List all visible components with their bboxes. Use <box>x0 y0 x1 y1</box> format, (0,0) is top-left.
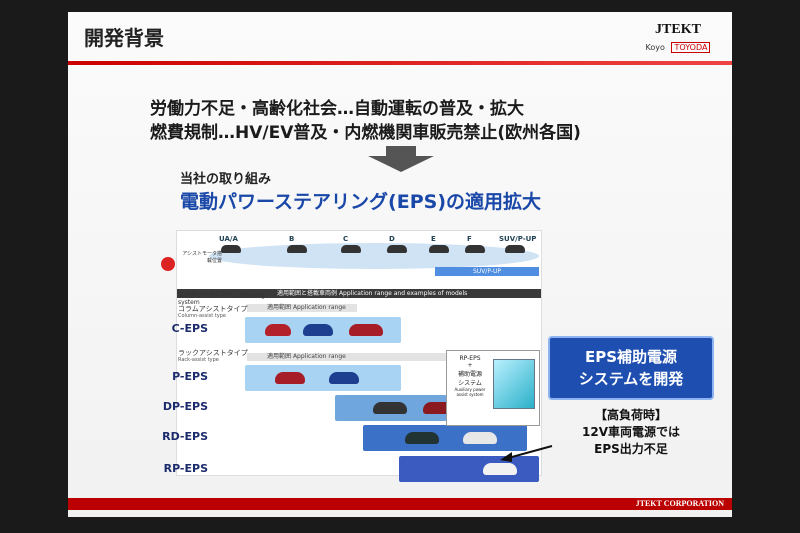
company-logo: JTEKT Koyo TOYODA <box>638 22 718 53</box>
car-icon <box>275 372 305 384</box>
applied-range-header: 適用範囲 Application range <box>247 304 357 312</box>
class-label: C <box>343 235 349 243</box>
logo-koyo: Koyo <box>645 43 665 52</box>
class-label: F <box>467 235 472 243</box>
column-assist-label-en: Column-assist type <box>178 313 226 319</box>
p-eps-band <box>245 365 401 391</box>
presentation-slide: 開発背景 JTEKT Koyo TOYODA 労働力不足・高齢化社会…自動運転の… <box>68 12 732 517</box>
car-icon <box>387 245 407 253</box>
car-icon <box>463 432 497 444</box>
car-icon <box>505 245 525 253</box>
class-label: D <box>389 235 395 243</box>
type-rd-eps: RD-EPS <box>162 430 208 443</box>
car-icon <box>287 245 307 253</box>
pointer-arrow-icon <box>500 445 553 462</box>
car-icon <box>373 402 407 414</box>
down-arrow-icon <box>368 146 434 172</box>
type-c-eps: C-EPS <box>171 322 208 335</box>
steering-system-label: ステアリングシステム Steering system <box>178 292 266 306</box>
car-icon <box>483 463 517 475</box>
suv-range-bar: SUV/P-UP <box>435 267 539 276</box>
range-header-bar: 適用範囲と搭載車両例 Application range and example… <box>177 289 541 298</box>
car-icon <box>341 245 361 253</box>
car-icon <box>329 372 359 384</box>
car-icon <box>429 245 449 253</box>
class-label: B <box>289 235 295 243</box>
rp-eps-aux-power-box: RP-EPS + 補助電源 システム Auxiliary power assis… <box>446 350 540 426</box>
class-label: UA/A <box>219 235 238 243</box>
car-icon <box>303 324 333 336</box>
class-label: SUV/P-UP <box>499 235 537 243</box>
rack-assist-label: ラックアシストタイプ <box>178 349 248 357</box>
motor-position-icon <box>161 257 175 271</box>
car-icon <box>405 432 439 444</box>
type-dp-eps: DP-EPS <box>162 400 208 413</box>
car-icon <box>465 245 485 253</box>
car-icon <box>221 245 241 253</box>
type-rp-eps: RP-EPS <box>163 462 208 475</box>
logo-toyoda: TOYODA <box>671 42 711 53</box>
rd-eps-band <box>363 425 527 451</box>
background-line-2: 燃費規制…HV/EV普及・内燃機関車販売禁止(欧州各国) <box>150 123 581 143</box>
applied-range-header-rack: 適用範囲 Application range <box>247 353 539 361</box>
type-p-eps: P-EPS <box>172 370 208 383</box>
class-label: E <box>431 235 436 243</box>
headline: 電動パワーステアリング(EPS)の適用拡大 <box>180 191 542 213</box>
effort-label: 当社の取り組み <box>180 172 272 187</box>
column-assist-label: コラムアシストタイプ <box>178 305 248 313</box>
high-load-note: 【高負荷時】 12V車両電源では EPS出力不足 <box>582 408 680 456</box>
eps-aux-power-callout: EPS補助電源 システムを開発 <box>548 336 714 400</box>
car-icon <box>265 324 291 336</box>
slide-title: 開発背景 <box>84 26 164 50</box>
car-icon <box>349 324 383 336</box>
logo-wordmark: JTEKT <box>655 22 701 37</box>
footer-bar <box>68 498 732 510</box>
aux-power-module-image <box>493 359 535 409</box>
motor-position-label: アシストモータ搭載位置 <box>182 251 222 264</box>
background-line-1: 労働力不足・高齢化社会…自動運転の普及・拡大 <box>150 99 524 119</box>
title-divider <box>68 61 732 65</box>
footer-company: JTEKT CORPORATION <box>635 499 724 508</box>
vehicle-class-band <box>209 243 539 269</box>
rack-assist-label-en: Rack-assist type <box>178 357 219 363</box>
